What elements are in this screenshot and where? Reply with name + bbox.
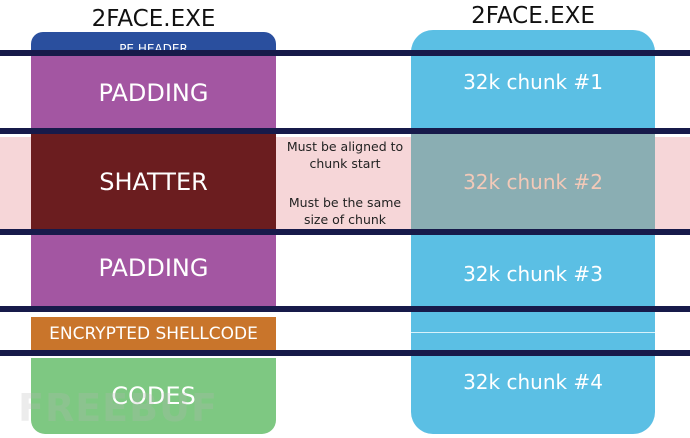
padding-top-section: PADDING [31,56,276,130]
chunk-2: 32k chunk #2 [411,134,655,230]
chunk-1: 32k chunk #1 [411,54,655,110]
shatter-section: SHATTER [31,134,276,230]
chunk-3: 32k chunk #3 [411,236,655,312]
left-file-column: PE HEADER PADDING SHATTER PADDING ENCRYP… [31,32,276,438]
left-title: 2FACE.EXE [91,6,216,32]
watermark-logo: FREEBUF [18,386,218,430]
alignment-band-1 [0,50,690,56]
padding-top-label: PADDING [98,79,209,107]
codes-label: CODES [111,382,196,410]
alignment-band-5 [0,350,690,356]
alignment-band-2 [0,128,690,134]
note-same-size: Must be the same size of chunk [288,195,402,227]
codes-section: CODES [31,358,276,434]
chunk-1-label: 32k chunk #1 [463,70,603,94]
encrypted-shellcode-section: ENCRYPTED SHELLCODE [31,317,276,351]
shatter-label: SHATTER [99,168,208,196]
chunk-divider-line [411,332,655,333]
note-aligned: Must be aligned to chunk start [286,139,404,171]
chunk-2-label: 32k chunk #2 [463,170,603,194]
alignment-band-3 [0,229,690,235]
encrypted-shellcode-label: ENCRYPTED SHELLCODE [49,324,258,344]
chunk-3-label: 32k chunk #3 [463,262,603,286]
alignment-band-4 [0,306,690,312]
right-title: 2FACE.EXE [471,3,595,29]
chunk-4-label: 32k chunk #4 [463,370,603,394]
chunk-4: 32k chunk #4 [411,358,655,406]
padding-bottom-section: PADDING [31,230,276,306]
padding-bottom-label: PADDING [98,254,209,282]
